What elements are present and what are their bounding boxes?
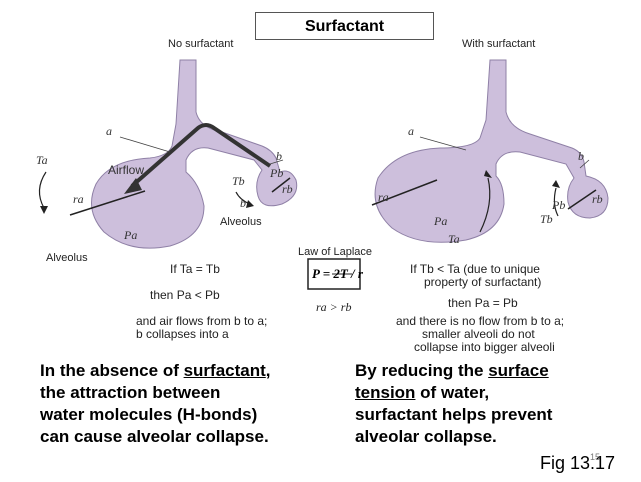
- right-eq-1b: property of surfactant): [424, 275, 542, 289]
- alveolus-label-1: Alveolus: [220, 216, 262, 228]
- left-eq-1: If Ta = Tb: [170, 262, 220, 276]
- laplace-relation: ra > rb: [316, 300, 352, 314]
- right-label-Tb: Tb: [540, 212, 553, 226]
- airflow-arrow: [130, 123, 272, 188]
- left-eq-4: b collapses into a: [136, 327, 229, 341]
- left-label-Pa: Pa: [124, 228, 138, 242]
- laplace-formula: P = 2T / r: [312, 266, 363, 281]
- left-label-Tb: Tb: [232, 174, 245, 188]
- right-label-rb: rb: [592, 192, 603, 206]
- laplace-heading: Law of Laplace: [298, 246, 372, 258]
- airflow-label: Airflow: [108, 163, 145, 177]
- left-panel-heading: No surfactant: [168, 38, 234, 50]
- right-ra-line: [371, 179, 438, 206]
- right-label-Pa: Pa: [434, 214, 448, 228]
- left-label-ra: ra: [73, 192, 84, 206]
- right-panel-heading: With surfactant: [462, 38, 536, 50]
- left-label-a: a: [106, 124, 112, 138]
- left-label-b: b: [276, 149, 282, 163]
- right-label-a: a: [408, 124, 414, 138]
- right-label-Pb: Pb: [552, 198, 566, 212]
- alveolus-label-2: Alveolus: [46, 252, 88, 264]
- left-label-Ta: Ta: [36, 153, 48, 167]
- left-eq-2: then Pa < Pb: [150, 288, 220, 302]
- airflow-arrowhead: [124, 178, 142, 194]
- right-label-Ta: Ta: [448, 232, 460, 246]
- left-eq-3: and air flows from b to a;: [136, 314, 268, 328]
- right-eq-4: smaller alveoli do not: [422, 327, 535, 341]
- right-label-ra: ra: [378, 190, 389, 204]
- page-title: Surfactant: [255, 12, 434, 40]
- left-label-rb: rb: [282, 182, 293, 196]
- right-alveoli-shape: [374, 59, 609, 243]
- caption-right: By reducing the surface tension of water…: [355, 361, 553, 446]
- caption-left: In the absence of surfactant, the attrac…: [40, 361, 271, 446]
- right-eq-3: and there is no flow from b to a;: [396, 314, 565, 328]
- left-rb-line: [271, 177, 291, 193]
- left-label-Pb: Pb: [270, 166, 284, 180]
- page-number: 15: [590, 452, 601, 462]
- right-label-b: b: [578, 149, 584, 163]
- left-ra-line: [69, 190, 146, 216]
- right-eq-5: collapse into bigger alveoli: [414, 340, 555, 354]
- figure-label: Fig 13.17: [540, 453, 616, 473]
- left-alveoli-shape: [91, 59, 298, 249]
- right-rb-line: [567, 189, 597, 210]
- right-eq-1: If Tb < Ta (due to unique: [410, 262, 540, 276]
- right-eq-2: then Pa = Pb: [448, 296, 518, 310]
- left-label-b-lower: b: [240, 196, 246, 210]
